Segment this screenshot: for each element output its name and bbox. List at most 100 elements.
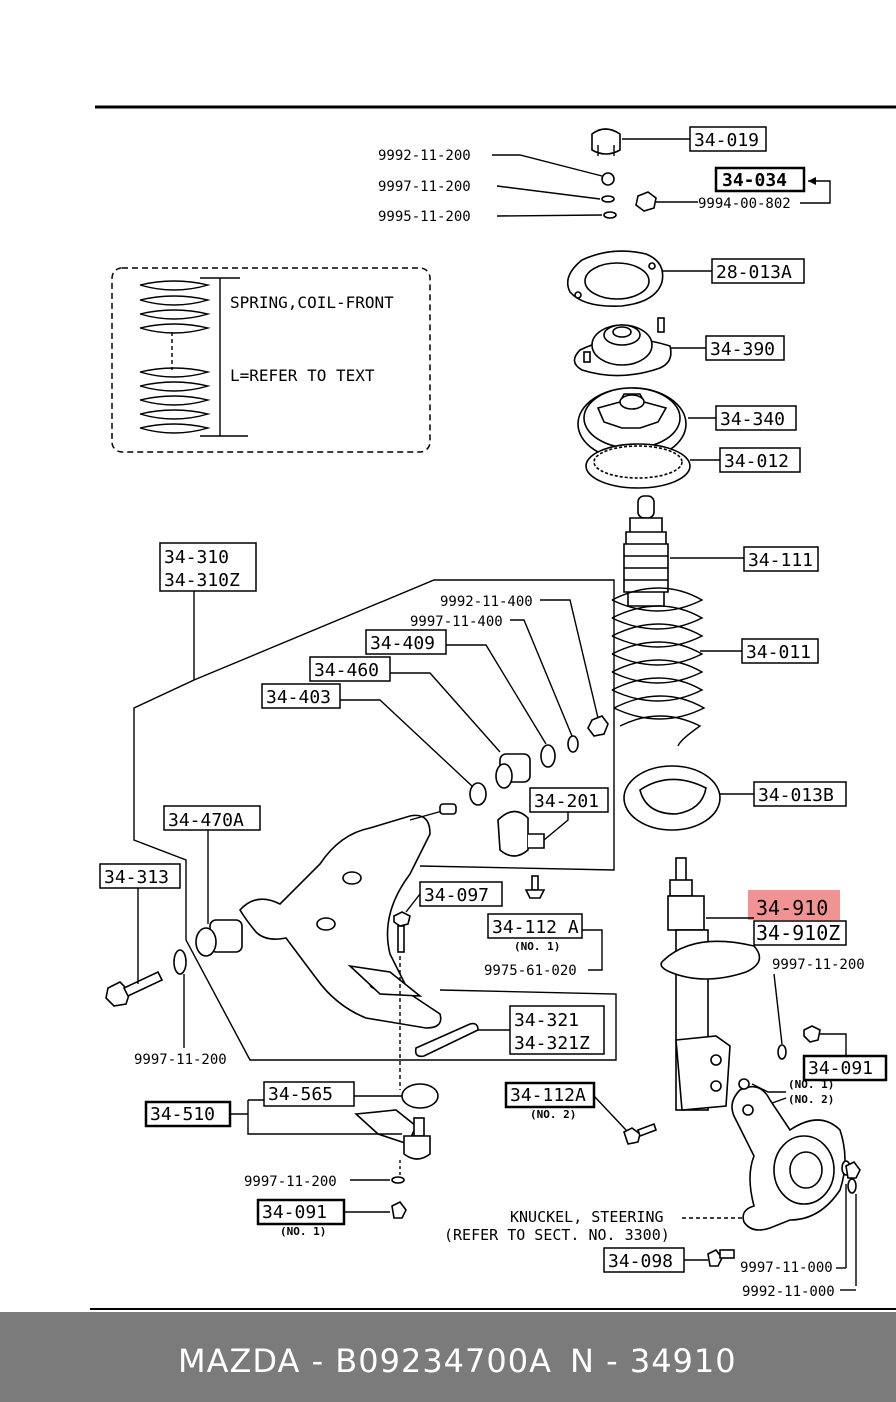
- label-box-34-012: [719, 447, 801, 473]
- bolt-part: [707, 1248, 735, 1267]
- note-no1-bottom: (NO. 1): [280, 1225, 326, 1238]
- washer-icon: [540, 744, 556, 768]
- steering-knuckle-part: [731, 1078, 851, 1231]
- label-box-34-321: [509, 1005, 605, 1055]
- label-box-34-510: [144, 1100, 232, 1128]
- bushing-part: [495, 753, 531, 789]
- note-no2-right: (NO. 2): [788, 1093, 834, 1106]
- part-9975-61-020: 9975-61-020: [484, 963, 577, 979]
- label-box-34-201: [529, 787, 609, 813]
- part-34-310Z: 34-310Z: [164, 570, 240, 591]
- part-34-390: 34-390: [710, 339, 775, 360]
- label-box-34-310: [159, 542, 257, 592]
- label-box-34-112A-no2: [504, 1081, 596, 1109]
- coil-spring-icon: [139, 280, 211, 434]
- part-34-340: 34-340: [720, 409, 785, 430]
- part-9997-11-200-bottom: 9997-11-200: [244, 1174, 337, 1190]
- washer-icon: [847, 1178, 857, 1194]
- part-34-112A-no2: 34-112A: [510, 1085, 586, 1106]
- bracket-part: [497, 810, 545, 857]
- part-34-091-right: 34-091: [808, 1058, 873, 1079]
- gasket-part: [566, 250, 664, 308]
- part-34-460: 34-460: [314, 660, 379, 681]
- washer-icon: [601, 195, 615, 203]
- part-9997-11-400: 9997-11-400: [410, 614, 503, 630]
- bolt-part: [393, 911, 411, 953]
- washer-icon: [603, 211, 617, 219]
- part-34-321Z: 34-321Z: [514, 1033, 590, 1054]
- part-34-034: 34-034: [722, 170, 787, 191]
- washer-icon: [469, 782, 487, 806]
- bushing-part: [195, 919, 243, 957]
- part-34-910Z: 34-910Z: [756, 921, 840, 945]
- part-34-201: 34-201: [534, 791, 599, 812]
- label-box-34-340: [715, 405, 797, 431]
- label-box-34-565: [263, 1081, 355, 1107]
- part-34-112A-no1: 34-112 A: [492, 917, 579, 938]
- stud-part: [524, 875, 546, 899]
- part-34-510: 34-510: [150, 1104, 215, 1125]
- lower-arm-part: [239, 803, 457, 1029]
- nut-icon: [635, 191, 657, 212]
- label-box-28-013A: [711, 258, 805, 284]
- label-box-34-013B: [753, 781, 847, 807]
- shock-absorber-part: [660, 857, 761, 1111]
- spring-note: L=REFER TO TEXT: [230, 366, 375, 385]
- bearing-part: [585, 443, 691, 489]
- note-no1-right: (NO. 1): [788, 1078, 834, 1091]
- label-box-34-011: [741, 638, 819, 664]
- label-box-34-112A-no1: [487, 913, 583, 939]
- part-9997-11-000: 9997-11-000: [740, 1260, 833, 1276]
- knuckle-line2: (REFER TO SECT. NO. 3300): [444, 1226, 670, 1244]
- cap-part: [591, 128, 621, 156]
- washer-icon: [567, 735, 579, 753]
- part-34-310: 34-310: [164, 547, 229, 568]
- note-no2: (NO. 2): [530, 1108, 576, 1121]
- part-34-013B: 34-013B: [758, 785, 834, 806]
- bump-stop-part: [623, 495, 669, 607]
- part-9997-11-200-left: 9997-11-200: [134, 1052, 227, 1068]
- spring-seat-part: [577, 387, 687, 461]
- part-34-111: 34-111: [748, 550, 813, 571]
- bolt-part: [105, 970, 164, 1007]
- label-box-34-019: [689, 126, 767, 152]
- part-9992-11-400: 9992-11-400: [440, 594, 533, 610]
- spring-insulator-part: [623, 765, 721, 831]
- part-9992-11-200: 9992-11-200: [378, 148, 471, 164]
- washer-icon: [391, 1176, 405, 1184]
- part-9992-11-000: 9992-11-000: [742, 1284, 835, 1300]
- bolt-part: [623, 1122, 658, 1145]
- nut-icon: [845, 1160, 861, 1179]
- part-9995-11-200: 9995-11-200: [378, 209, 471, 225]
- label-box-34-098: [603, 1247, 685, 1273]
- part-9994-00-802: 9994-00-802: [698, 196, 791, 212]
- part-34-011: 34-011: [746, 642, 811, 663]
- part-34-019: 34-019: [694, 130, 759, 151]
- part-9997-11-200: 9997-11-200: [378, 179, 471, 195]
- parts-diagram: 34-019 9992-11-200 9997-11-200 9995-11-2…: [90, 105, 896, 1310]
- part-34-091-bottom: 34-091: [262, 1202, 327, 1223]
- footer-brand: MAZDA - B09234700A: [178, 1342, 552, 1380]
- label-box-34-091-bottom: [256, 1198, 346, 1226]
- label-box-34-460: [309, 656, 391, 682]
- footer-bar: MAZDA - B09234700A N - 34910: [0, 1312, 896, 1402]
- part-34-097: 34-097: [424, 885, 489, 906]
- part-34-409: 34-409: [370, 633, 435, 654]
- spring-inset: [111, 267, 431, 453]
- label-box-34-409: [365, 629, 447, 655]
- part-34-313: 34-313: [104, 867, 169, 888]
- spring-title: SPRING,COIL-FRONT: [230, 293, 394, 312]
- label-box-34-910Z: [753, 920, 847, 946]
- part-34-565: 34-565: [268, 1084, 333, 1105]
- washer-icon: [173, 949, 187, 975]
- nut-icon: [587, 715, 609, 737]
- part-28-013A: 28-013A: [716, 262, 792, 283]
- footer-part-number: N - 34910: [570, 1342, 737, 1380]
- part-9997-11-200-right: 9997-11-200: [772, 957, 865, 973]
- washer-icon: [777, 1044, 787, 1060]
- highlight-marker: [748, 890, 840, 920]
- label-box-34-403: [261, 683, 341, 709]
- strut-mount-part: [573, 317, 672, 377]
- part-34-098: 34-098: [608, 1251, 673, 1272]
- coil-spring-part: [611, 587, 706, 747]
